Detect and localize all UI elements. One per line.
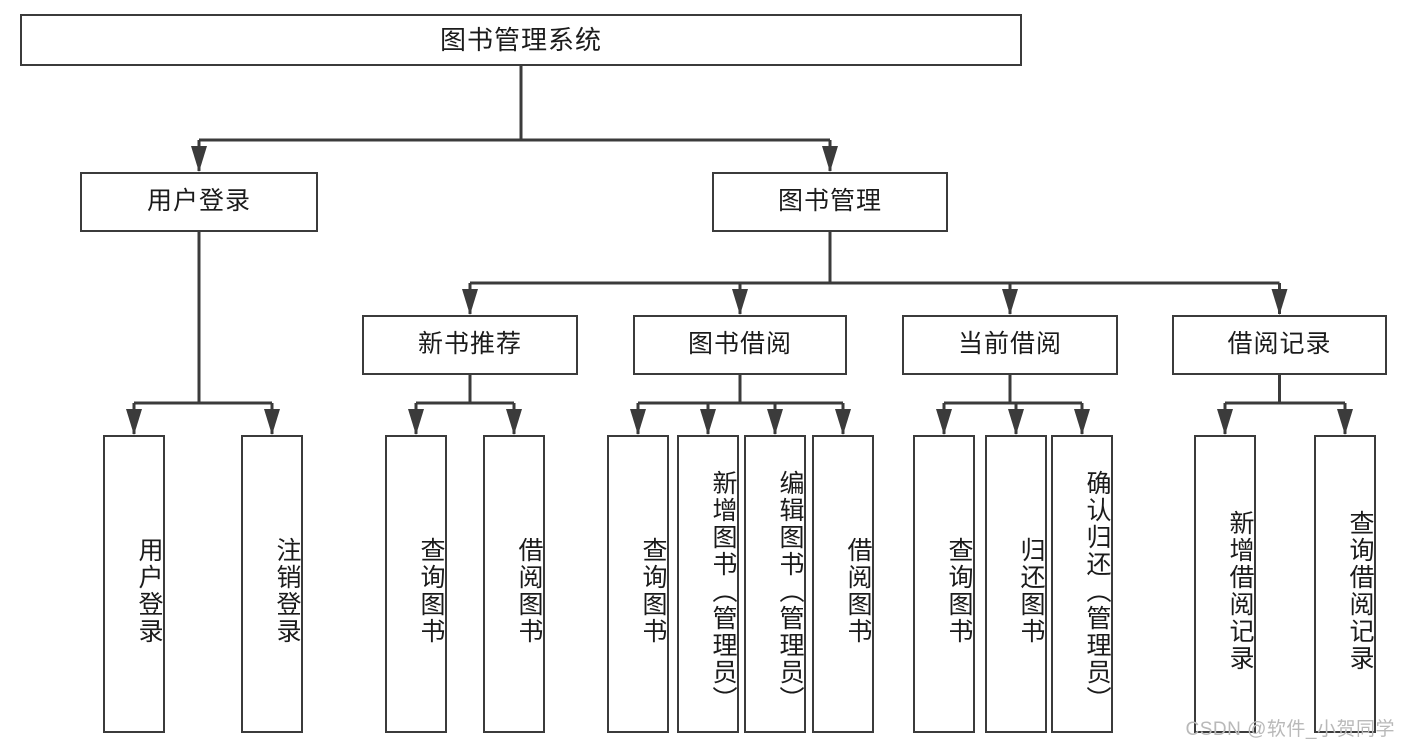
node-leaf-logout[interactable]: 注销登录: [241, 435, 303, 733]
node-book-manage[interactable]: 图书管理: [712, 172, 948, 232]
node-leaf-query-record-label: 查询借阅记录: [1346, 510, 1374, 672]
node-leaf-add-record-label: 新增借阅记录: [1226, 510, 1254, 672]
node-user-login[interactable]: 用户登录: [80, 172, 318, 232]
node-leaf-query-book-2[interactable]: 查询图书: [607, 435, 669, 733]
node-user-login-label: 用户登录: [146, 187, 251, 216]
watermark-text: CSDN @软件_小贺同学: [1185, 719, 1395, 740]
node-leaf-borrow-book-2-label: 借阅图书: [844, 537, 872, 645]
node-leaf-confirm-return[interactable]: 确认归还（管理员）: [1051, 435, 1113, 733]
node-leaf-logout-label: 注销登录: [273, 537, 301, 645]
node-leaf-user-login-label: 用户登录: [135, 537, 163, 645]
node-leaf-query-book-2-label: 查询图书: [639, 537, 667, 645]
node-current-borrow-label: 当前借阅: [957, 330, 1062, 359]
node-borrow-record[interactable]: 借阅记录: [1172, 315, 1387, 375]
node-root[interactable]: 图书管理系统: [20, 14, 1022, 66]
node-leaf-query-book-1-label: 查询图书: [417, 537, 445, 645]
node-book-borrow[interactable]: 图书借阅: [633, 315, 847, 375]
node-leaf-add-book-label: 新增图书（管理员）: [709, 469, 737, 713]
node-leaf-add-book[interactable]: 新增图书（管理员）: [677, 435, 739, 733]
node-new-book-recommend-label: 新书推荐: [417, 330, 522, 359]
node-borrow-record-label: 借阅记录: [1227, 330, 1332, 359]
node-current-borrow[interactable]: 当前借阅: [902, 315, 1118, 375]
node-leaf-query-book-3[interactable]: 查询图书: [913, 435, 975, 733]
node-leaf-query-book-3-label: 查询图书: [945, 537, 973, 645]
node-leaf-edit-book-label: 编辑图书（管理员）: [776, 469, 804, 713]
node-leaf-borrow-book-1-label: 借阅图书: [515, 537, 543, 645]
node-root-label: 图书管理系统: [439, 24, 602, 55]
node-book-borrow-label: 图书借阅: [687, 330, 792, 359]
node-leaf-confirm-return-label: 确认归还（管理员）: [1083, 469, 1111, 713]
node-leaf-borrow-book-2[interactable]: 借阅图书: [812, 435, 874, 733]
node-new-book-recommend[interactable]: 新书推荐: [362, 315, 578, 375]
node-leaf-query-book-1[interactable]: 查询图书: [385, 435, 447, 733]
node-book-manage-label: 图书管理: [777, 187, 882, 216]
node-leaf-return-book[interactable]: 归还图书: [985, 435, 1047, 733]
node-leaf-return-book-label: 归还图书: [1017, 537, 1045, 645]
node-leaf-borrow-book-1[interactable]: 借阅图书: [483, 435, 545, 733]
node-leaf-add-record[interactable]: 新增借阅记录: [1194, 435, 1256, 733]
node-leaf-user-login[interactable]: 用户登录: [103, 435, 165, 733]
node-leaf-edit-book[interactable]: 编辑图书（管理员）: [744, 435, 806, 733]
node-leaf-query-record[interactable]: 查询借阅记录: [1314, 435, 1376, 733]
